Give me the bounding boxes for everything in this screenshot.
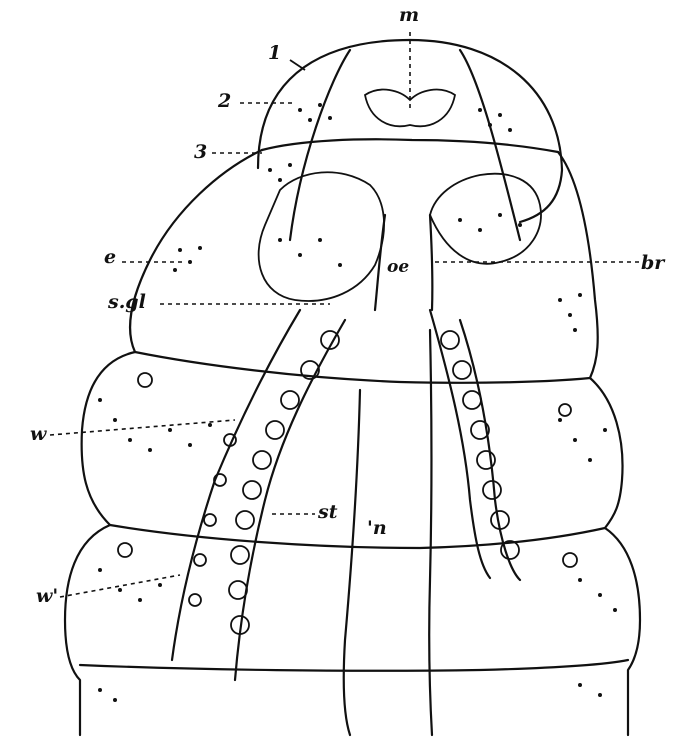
body-outline-right [556, 150, 642, 737]
head-capsule-outline [256, 38, 564, 224]
gland-tube-right-outer [458, 318, 522, 582]
head-inner-line [260, 138, 560, 154]
leader-w [49, 419, 236, 436]
label-3: 3 [194, 141, 208, 163]
label-st: st [318, 501, 338, 523]
label-1: 1 [268, 42, 282, 64]
leader-wprime [59, 574, 181, 598]
nerve-cord-left [342, 388, 362, 737]
gland-tube-left-outer [170, 308, 302, 662]
leader-1 [289, 59, 306, 71]
segment-boundary-1 [133, 350, 592, 384]
brain-lobe-right [429, 172, 542, 265]
gland-tube-left-inner [233, 318, 347, 682]
nerve-cord-right [428, 328, 434, 737]
label-m: m [399, 4, 420, 26]
stippling [98, 103, 617, 702]
label-2: 2 [218, 90, 232, 112]
label-n: 'n [367, 517, 387, 539]
head-arch-left [288, 48, 352, 242]
gland-tube-right-inner [428, 308, 492, 580]
label-w-prime: w' [36, 585, 59, 607]
label-oe: oe [387, 257, 410, 277]
label-e: e [104, 246, 117, 268]
label-s-gl: s.gl [108, 291, 146, 313]
segment-boundary-2 [108, 523, 607, 550]
leader-lines [49, 32, 640, 598]
mouth-structure [363, 88, 457, 128]
label-br: br [641, 252, 665, 274]
body-outline-left [63, 148, 264, 737]
gland-cells [117, 330, 578, 635]
segment-boundary-3 [78, 658, 630, 672]
brain-lobe-left [257, 171, 385, 302]
label-w: w [30, 423, 47, 445]
oesophagus-right [428, 213, 434, 312]
